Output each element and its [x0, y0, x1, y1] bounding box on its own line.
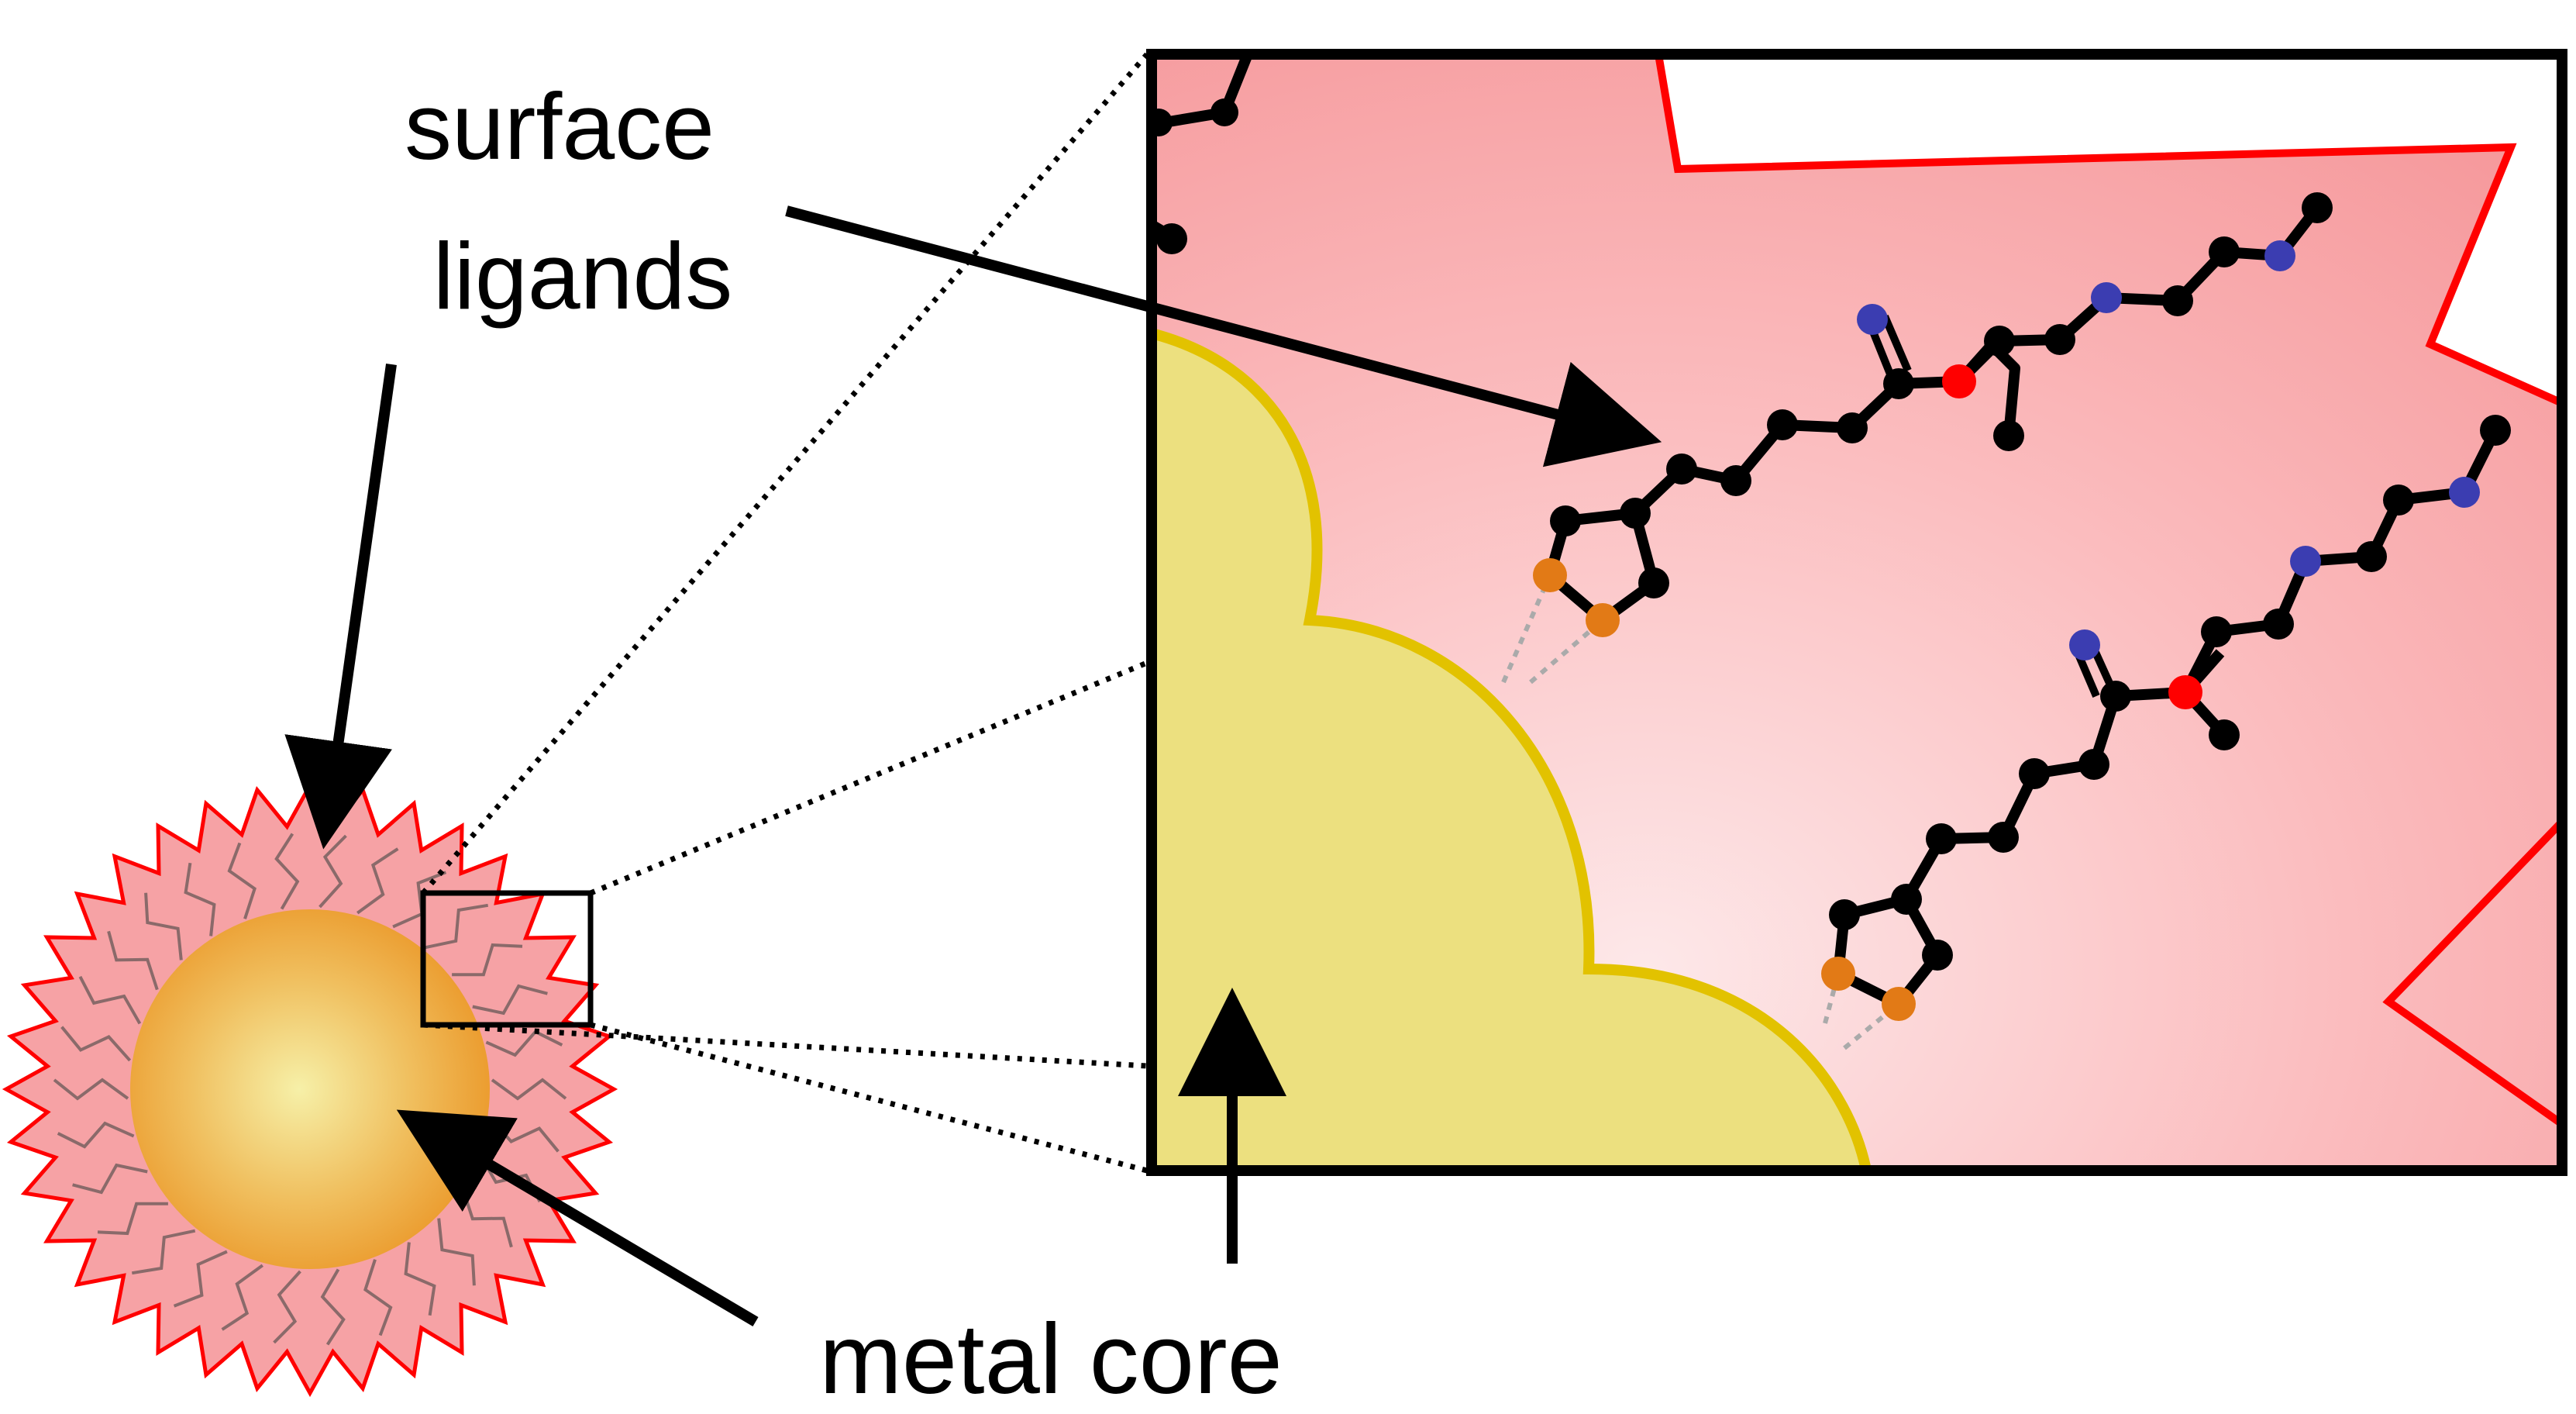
surface-ligands-label-line1: surface [405, 74, 715, 179]
small-ligand-chain [274, 833, 300, 910]
small-ligand-chain [363, 1259, 393, 1336]
small-ligand-chain [491, 1078, 567, 1101]
small-ligand-chain [173, 1250, 228, 1308]
surface-ligands-label-line2: ligands [433, 223, 733, 329]
small-ligand-chain [356, 847, 399, 915]
zoom-projection-lines [421, 52, 1149, 1174]
small-ligand-chain [485, 1029, 563, 1057]
metal-core-label: metal core [819, 1304, 1283, 1414]
arrow-ligands-to-inset [785, 205, 1662, 467]
small-ligand-chain [437, 1218, 476, 1286]
small-ligand-chain [472, 984, 548, 1016]
arrows [284, 205, 1662, 1327]
small-ligand-chain [424, 903, 489, 950]
small-ligand-chain [78, 975, 142, 1025]
small-ligand-chain [107, 930, 159, 991]
small-ligand-chain [131, 1229, 196, 1275]
small-ligand-chain [227, 842, 257, 919]
zoom-inset [1152, 54, 2562, 1171]
small-ligand-chain [57, 1121, 135, 1149]
small-ligand-chain [404, 1242, 436, 1316]
arrow-ligands-to-particle [284, 364, 397, 850]
small-ligand-chain [144, 892, 183, 960]
small-ligand-chain [72, 1163, 148, 1195]
small-ligand-chain [53, 1078, 129, 1101]
small-ligand-chain [273, 1270, 301, 1344]
zoom-region-box [420, 890, 594, 1028]
nanoparticle [2, 781, 618, 1398]
ligand-molecule-1 [1501, 192, 2333, 685]
small-ligand-chain [392, 871, 447, 929]
small-ligand-chain [221, 1264, 263, 1331]
inset-metal-core [1152, 327, 1872, 1171]
zoom-inset-frame [1146, 49, 2567, 1176]
small-ligand-chain [320, 1268, 346, 1346]
small-ligand-chain [184, 862, 216, 936]
small-ligand-chain [60, 1026, 132, 1062]
small-ligand-chain [97, 1202, 168, 1236]
ligand-molecule-2 [1821, 415, 2511, 1050]
metal-core-sphere [130, 909, 490, 1269]
small-ligand-chain [452, 943, 523, 977]
arrow-core-to-particle [396, 1109, 759, 1327]
